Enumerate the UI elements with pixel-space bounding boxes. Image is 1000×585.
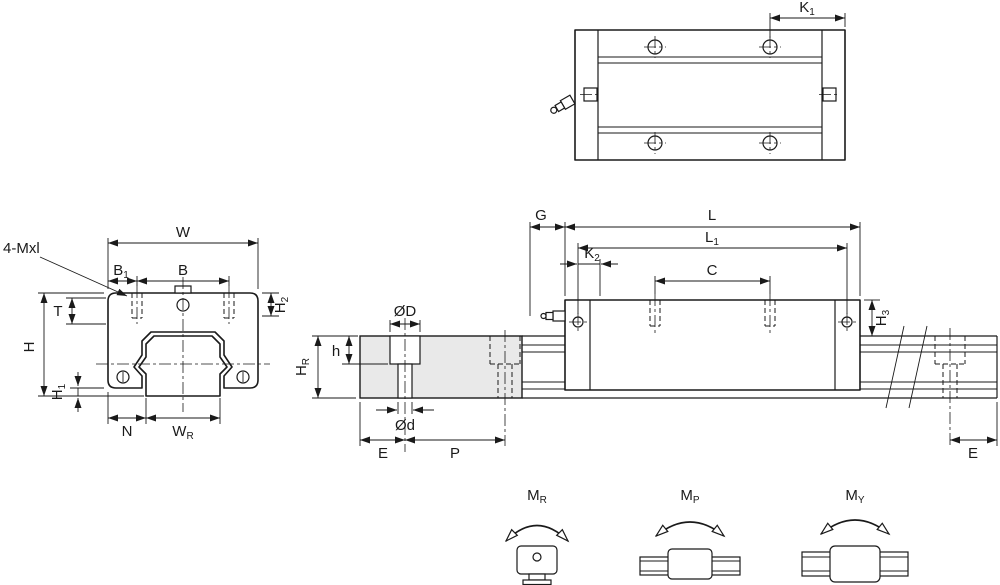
dim-b1-b: B1 B <box>108 262 230 286</box>
dim-e-p: E P <box>359 330 506 462</box>
dim-hr: HR <box>293 336 356 399</box>
dim-label-b1: B1 <box>113 262 129 281</box>
grease-nipple-side-icon <box>540 310 566 322</box>
dim-label-hr: HR <box>293 358 312 376</box>
moment-arrow-mp <box>656 521 724 536</box>
carriage-tapped-holes-hidden <box>649 294 776 334</box>
dim-label-l: L <box>708 207 716 224</box>
moment-mr: MR <box>506 487 568 585</box>
dim-h: H <box>21 292 144 397</box>
rail-section-cut <box>359 335 523 399</box>
break-line <box>885 325 905 409</box>
dim-label-h1: H1 <box>49 383 68 400</box>
moment-label-mr: MR <box>527 487 547 506</box>
carriage-outline <box>107 292 259 389</box>
dim-label-k2: K2 <box>584 245 600 264</box>
dim-h3: H3 <box>864 299 892 336</box>
dim-od-small: Ød <box>376 402 434 434</box>
dim-t: T <box>53 297 106 325</box>
dim-label-p: P <box>450 445 460 462</box>
dim-label-e-left: E <box>378 445 388 462</box>
dim-label-t: T <box>53 303 62 320</box>
moment-mp: MP <box>639 487 741 580</box>
dim-label-h3: H3 <box>873 309 892 326</box>
carriage-top-outline <box>574 29 846 161</box>
dim-label-h: H <box>21 342 38 353</box>
hidden-rail-hole <box>489 336 521 398</box>
dim-g-l: G L <box>529 207 861 316</box>
dim-k2: K2 <box>560 245 618 296</box>
carriage-top-view: K1 <box>550 0 846 161</box>
dim-h2: H2 <box>262 292 291 317</box>
mounting-holes-top <box>644 36 781 154</box>
rail-section-view: ØD Ød h HR E P <box>293 303 523 462</box>
moment-arrow-mr <box>506 524 568 542</box>
leader-line <box>39 256 128 297</box>
moment-arrow-my <box>821 519 889 534</box>
assembly-side-view: G L L1 K2 C H3 <box>522 207 998 462</box>
dim-label-h-small: h <box>332 343 340 360</box>
dim-label-e-right: E <box>968 445 978 462</box>
dim-label-od: ØD <box>394 303 417 320</box>
dim-label-h2: H2 <box>272 296 291 313</box>
dim-label-k1: K1 <box>799 0 815 18</box>
moment-my: MY <box>801 487 909 583</box>
mount-thread-label: 4-Mxl <box>3 240 40 257</box>
grease-nipple-top-icon <box>550 94 576 114</box>
dim-n-wr: N WR <box>107 392 221 442</box>
dim-k1: K1 <box>769 0 846 38</box>
dim-h1: H1 <box>49 372 104 412</box>
dim-label-l1: L1 <box>705 229 719 248</box>
tapped-holes-hidden <box>131 293 235 319</box>
carriage-front-view: W B1 B T H H <box>3 224 291 442</box>
break-line <box>908 325 928 409</box>
dim-label-n: N <box>122 423 133 440</box>
dim-label-w: W <box>176 224 191 241</box>
dim-label-c: C <box>707 262 718 279</box>
dim-c: C <box>654 262 771 294</box>
dim-label-wr: WR <box>172 423 193 442</box>
moment-label-mp: MP <box>680 487 700 506</box>
moment-diagrams: MR MP MY <box>506 487 909 585</box>
dim-label-b: B <box>178 262 188 279</box>
dim-l1: L1 <box>577 229 848 314</box>
carriage-side-outline <box>564 299 861 391</box>
dim-label-od-small: Ød <box>395 417 415 434</box>
hidden-rail-hole-right <box>934 328 966 446</box>
dim-label-g: G <box>535 207 547 224</box>
dim-od: ØD <box>389 303 421 332</box>
callout-4mxl: 4-Mxl <box>3 240 128 297</box>
moment-label-my: MY <box>845 487 865 506</box>
dim-e-right: E <box>950 402 998 462</box>
